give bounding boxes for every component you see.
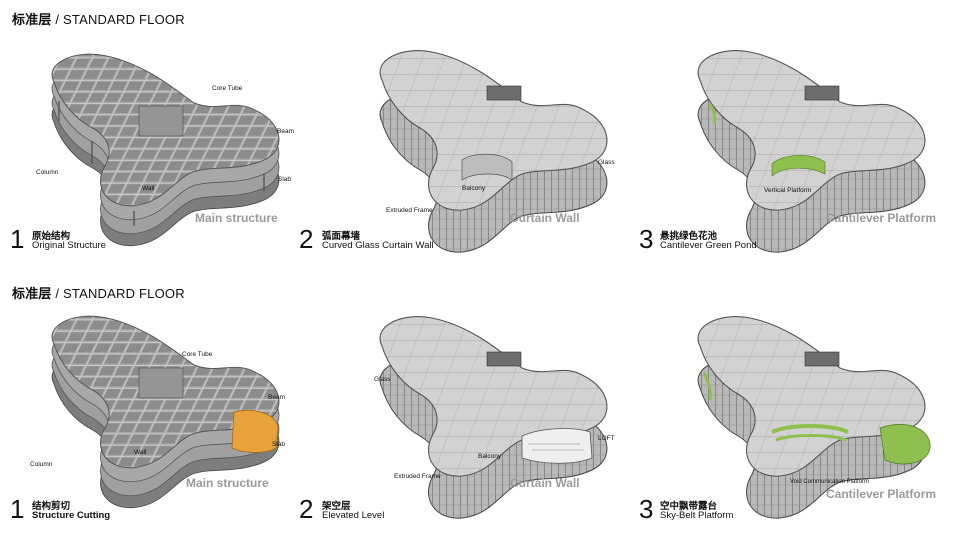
section-title-en: STANDARD FLOOR [63, 12, 185, 27]
structure-model: Core Tube Beam Slab Wall Column [36, 53, 294, 247]
step-number: 3 [639, 224, 654, 254]
step-title-en: Sky-Belt Platform [660, 510, 734, 521]
extruded-frame-label: Extruded Frame [386, 207, 433, 214]
diagram-curved-glass-curtain-wall: Glass Balcony Extruded Frame [342, 40, 642, 270]
section-title-en: STANDARD FLOOR [63, 286, 185, 301]
sky-belt-terrace [879, 424, 931, 465]
wall-label: Wall [142, 185, 155, 192]
panel-caption: Main structure [186, 476, 269, 490]
section-title-separator: / [55, 12, 60, 27]
panel-caption: Curtain Wall [510, 476, 580, 490]
structure-cutting-model: Core Tube Beam Slab Wall Column [30, 315, 285, 509]
extruded-frame-label: Extruded Frame [394, 473, 441, 480]
column-label: Column [30, 461, 53, 468]
step-number: 1 [10, 224, 25, 254]
glass-label: Glass [374, 376, 391, 383]
step-title-cn: 悬挑绿色花池 [660, 231, 718, 242]
cut-section-highlight [231, 409, 279, 453]
cantilever-model: Vertical Platform [697, 50, 926, 253]
core-tube-label: Core Tube [212, 85, 243, 92]
column-label: Column [36, 169, 59, 176]
green-planter [771, 155, 826, 177]
step-title-cn: 原始结构 [32, 231, 71, 242]
diagram-cantilever-green-pond: Vertical Platform [660, 40, 960, 270]
open-loft-void [521, 428, 593, 464]
section-title: 标准层 / STANDARD FLOOR [12, 283, 185, 302]
section-title-cn: 标准层 [12, 286, 52, 301]
section-title: 标准层 / STANDARD FLOOR [12, 9, 185, 28]
vertical-platform-label: Vertical Platform [764, 187, 811, 194]
balcony-label: Balcony [478, 453, 502, 460]
wall-label: Wall [134, 449, 147, 456]
void-communication-platform-label: Void Communication Platform [790, 479, 869, 485]
step-title-en: Elevated Level [322, 510, 385, 521]
panel-caption: Cantilever Platform [826, 211, 937, 225]
step-title-en: Cantilever Green Pond [660, 240, 757, 251]
core-tube-block [138, 105, 184, 137]
diagram-original-structure: Core Tube Beam Slab Wall Column [22, 40, 322, 270]
diagram-structure-cutting: Core Tube Beam Slab Wall Column [22, 306, 322, 536]
step-number: 2 [299, 224, 314, 254]
step-number: 1 [10, 494, 25, 524]
section-title-separator: / [55, 286, 60, 301]
glass-label: Glass [598, 159, 615, 166]
elevated-level-model: Glass LOFT Balcony Extruded Frame [374, 316, 615, 519]
step-number: 3 [639, 494, 654, 524]
panel-caption: Curtain Wall [510, 211, 580, 225]
step-number: 2 [299, 494, 314, 524]
section-title-cn: 标准层 [12, 12, 52, 27]
step-title-en: Original Structure [32, 240, 106, 251]
sky-belt-model: Void Communication Platform [697, 316, 931, 519]
beam-label: Beam [268, 394, 285, 401]
beam-label: Beam [277, 128, 294, 135]
balcony-label: Balcony [462, 185, 486, 192]
step-title-cn: 结构剪切 [32, 501, 71, 512]
loft-label: LOFT [598, 435, 615, 442]
step-title-cn: 架空层 [322, 501, 351, 512]
slab-label: Slab [272, 441, 285, 448]
panel-caption: Cantilever Platform [826, 487, 937, 501]
diagram-elevated-level: Glass LOFT Balcony Extruded Frame [342, 306, 642, 536]
panel-caption: Main structure [195, 211, 278, 225]
curtain-wall-model: Glass Balcony Extruded Frame [379, 50, 615, 253]
step-title-cn: 弧面幕墙 [322, 231, 361, 242]
core-tube-label: Core Tube [182, 351, 213, 358]
step-title-cn: 空中飘带露台 [660, 501, 718, 512]
step-title-en: Structure Cutting [32, 510, 111, 521]
step-title-en: Curved Glass Curtain Wall [322, 240, 434, 251]
diagram-sky-belt-platform: Void Communication Platform [660, 306, 960, 536]
slab-label: Slab [278, 176, 291, 183]
